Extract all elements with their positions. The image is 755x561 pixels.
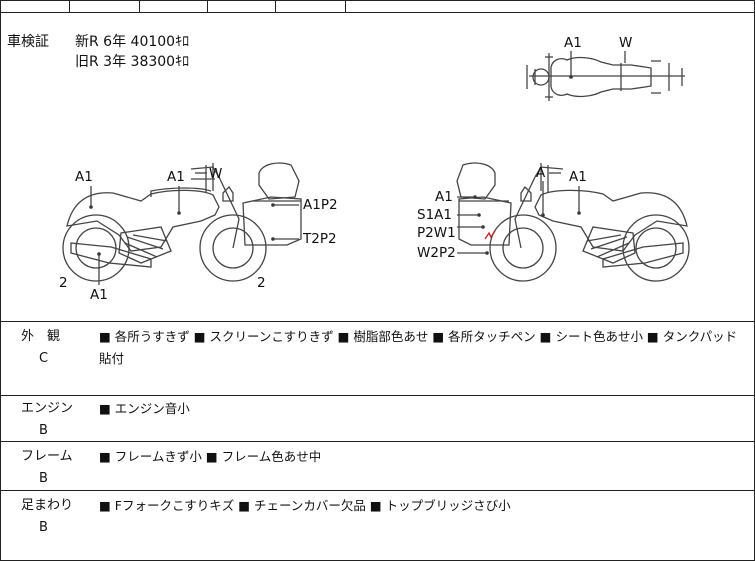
right-view-label-a1-tank: A1 — [569, 169, 587, 185]
left-view-label-a1p2: A1P2 — [303, 197, 338, 213]
damage-diagram-panel: 車検証 新R 6年 40100ｷﾛ 旧R 3年 38300ｷﾛ — [1, 13, 754, 322]
right-view-label-w2p2: W2P2 — [417, 245, 456, 261]
header-cell — [69, 0, 140, 12]
left-view-label-a1-rear: A1 — [75, 169, 93, 185]
registration-old-mileage: 旧R 3年 38300ｷﾛ — [75, 54, 190, 70]
condition-remarks: ■ フレームきず小 ■ フレーム色あせ中 — [99, 449, 322, 464]
top-view-label-w: W — [619, 35, 632, 51]
right-view-label-a1-cowl: A1 — [435, 189, 453, 205]
right-view-label-a: A — [536, 165, 546, 181]
condition-row-exterior: 外 観 C ■ 各所うすきず ■ スクリーンこすりきず ■ 樹脂部色あせ ■ 各… — [1, 322, 754, 396]
left-side-motorcycle: A1 A1 W A1P2 T2P2 2 A1 2 — [59, 162, 338, 303]
left-view-label-w: W — [209, 166, 222, 182]
left-view-label-2-rear: 2 — [59, 275, 68, 291]
right-side-motorcycle: A A1 A1 S1A1 P2W1 W2P2 — [417, 162, 690, 282]
condition-row-frame: フレーム B ■ フレームきず小 ■ フレーム色あせ中 — [1, 442, 754, 491]
category-name: エンジン — [21, 401, 74, 416]
left-view-label-t2p2: T2P2 — [302, 231, 337, 247]
condition-row-engine: エンジン B ■ エンジン音小 — [1, 396, 754, 442]
left-view-label-2-front: 2 — [257, 275, 266, 291]
header-cell — [275, 0, 346, 12]
right-view-label-p2w1: P2W1 — [417, 225, 456, 241]
top-view-label-a1: A1 — [564, 35, 582, 51]
left-view-label-a1-muffler: A1 — [90, 287, 108, 303]
category-grade: B — [39, 520, 48, 535]
condition-remarks: ■ エンジン音小 — [99, 401, 190, 416]
condition-remarks: ■ 各所うすきず ■ スクリーンこすりきず ■ 樹脂部色あせ ■ 各所タッチペン… — [99, 329, 738, 366]
registration-label: 車検証 — [7, 34, 49, 50]
category-grade: B — [39, 471, 48, 486]
condition-remarks: ■ Fフォークこすりキズ ■ チェーンカバー欠品 ■ トップブリッジさび小 — [99, 498, 511, 513]
condition-category: フレーム B — [1, 446, 93, 490]
header-cell — [207, 0, 276, 12]
left-view-label-a1-tank: A1 — [167, 169, 185, 185]
header-cell — [139, 0, 208, 12]
condition-category: 外 観 C — [1, 326, 93, 370]
top-view-motorcycle: A1 W — [526, 35, 685, 101]
motorcycle-diagram: A1 W — [59, 35, 690, 303]
category-grade: C — [39, 351, 49, 366]
category-name: 外 観 — [21, 329, 61, 344]
header-cell — [1, 0, 70, 12]
header-strip — [1, 0, 754, 13]
condition-category: エンジン B — [1, 398, 93, 442]
condition-row-suspension: 足まわり B ■ Fフォークこすりキズ ■ チェーンカバー欠品 ■ トップブリッ… — [1, 491, 754, 560]
condition-category: 足まわり B — [1, 495, 93, 539]
category-name: フレーム — [21, 449, 73, 464]
right-view-label-s1a1: S1A1 — [417, 207, 452, 223]
registration-new-mileage: 新R 6年 40100ｷﾛ — [75, 34, 190, 50]
category-grade: B — [39, 423, 48, 438]
category-name: 足まわり — [21, 498, 74, 513]
